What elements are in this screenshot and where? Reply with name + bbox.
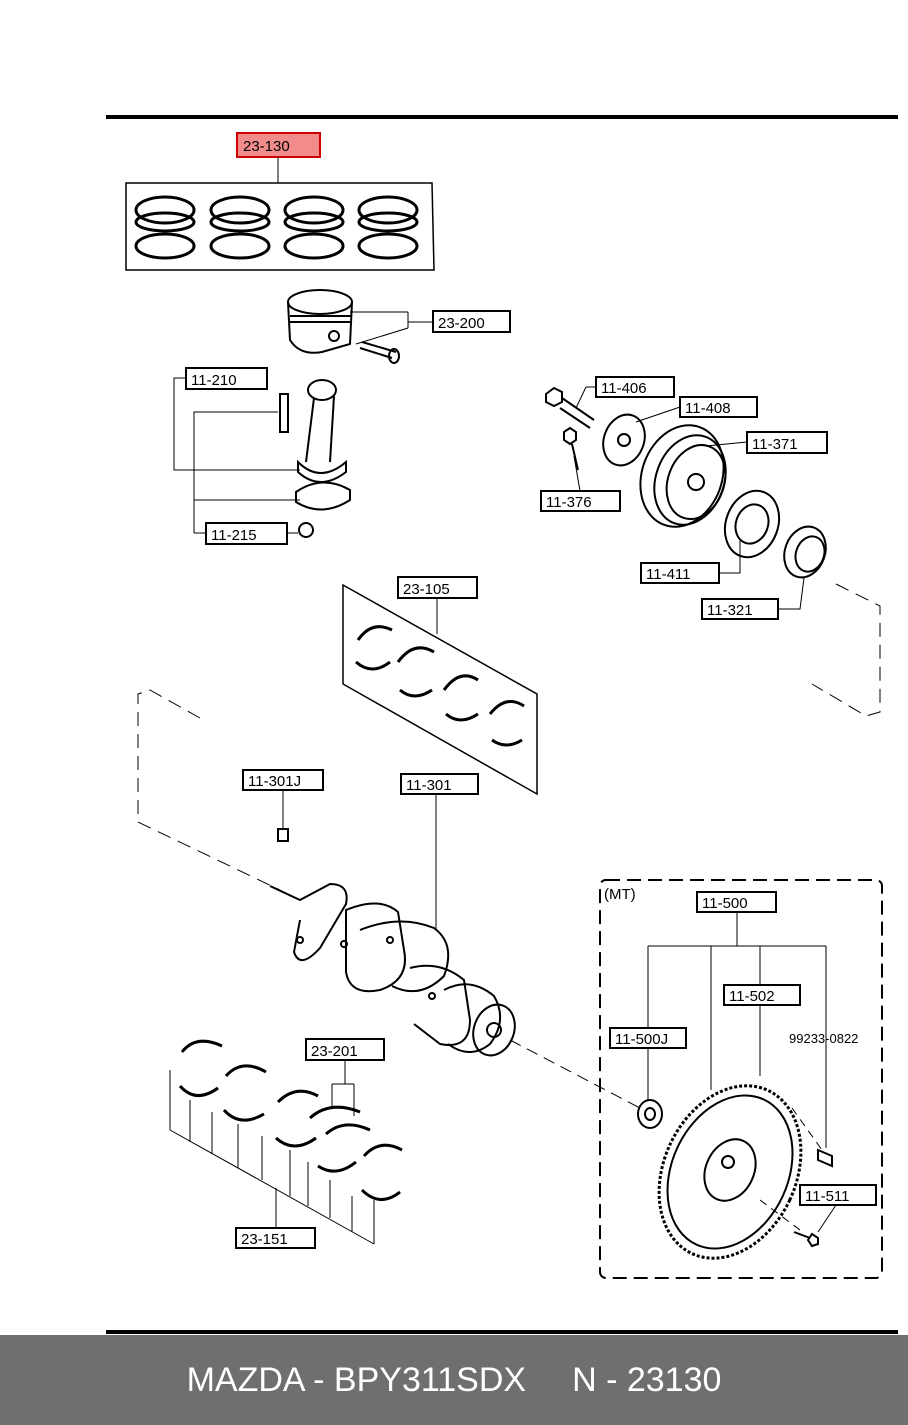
label-11-371: 11-371: [752, 436, 798, 453]
connecting-rod-icon: [279, 379, 351, 538]
label-box-23-151[interactable]: [235, 1227, 316, 1249]
connecting-rod-group: 11-210 11-215: [173, 367, 351, 545]
label-11-376: 11-376: [546, 494, 592, 511]
label-11-511: 11-511: [805, 1188, 849, 1205]
label-box-11-301[interactable]: [400, 773, 479, 795]
footer-bar: MAZDA - BPY311SDX N - 23130: [0, 1335, 908, 1425]
lower-bearing-group: 23-201 23-151: [169, 1038, 403, 1249]
label-11-500J: 11-500J: [615, 1031, 668, 1048]
bearing-shell-icon: [355, 625, 525, 747]
piston-group: 23-200: [287, 289, 511, 364]
pulley-group: 11-406 11-408 11-371 11-376 11-411 11-32…: [540, 376, 881, 717]
label-23-151: 23-151: [241, 1231, 288, 1248]
dashed-leader-left: [137, 689, 281, 891]
mt-dashed-frame: [599, 879, 883, 1279]
piston-icon: [287, 289, 400, 364]
label-23-201: 23-201: [311, 1043, 358, 1060]
bearing-bracket: [169, 1070, 375, 1245]
label-11-215: 11-215: [211, 527, 257, 544]
label-11-301: 11-301: [406, 777, 452, 794]
label-box-11-376[interactable]: [540, 490, 621, 512]
label-box-11-502[interactable]: [723, 984, 801, 1006]
footer-ref: N - 23130: [572, 1360, 722, 1399]
piston-ring-icon: [134, 195, 419, 260]
parts-diagram: 23-130 23-200 11-210: [106, 115, 898, 1334]
label-11-301J: 11-301J: [248, 773, 301, 790]
label-23-200: 23-200: [438, 315, 485, 332]
label-11-210: 11-210: [191, 372, 237, 389]
label-23-130: 23-130: [243, 138, 290, 155]
crankshaft-icon: [269, 882, 516, 1057]
flywheel-icon: [637, 1084, 833, 1260]
piston-rings-group: 23-130: [125, 132, 435, 271]
flywheel-group: (MT) 11-500 11-502 11-500J 99233-0822 11…: [599, 879, 883, 1279]
thrust-bearing-icon: [178, 1039, 403, 1201]
pulley-icon: [545, 386, 827, 579]
label-mt: (MT): [604, 886, 636, 903]
label-23-105: 23-105: [403, 581, 450, 598]
crankshaft-group: 11-301J 11-301: [137, 689, 641, 1109]
label-99233-0822: 99233-0822: [789, 1031, 858, 1046]
label-11-321: 11-321: [707, 602, 753, 619]
label-11-502: 11-502: [729, 988, 775, 1005]
dashed-axis: [509, 1039, 641, 1109]
label-11-408: 11-408: [685, 400, 731, 417]
dashed-leader-right: [811, 583, 881, 717]
label-11-411: 11-411: [646, 566, 690, 583]
label-box-11-511[interactable]: [799, 1184, 877, 1206]
footer-brand-part: MAZDA - BPY311SDX: [186, 1360, 527, 1399]
label-box-23-200[interactable]: [432, 310, 511, 333]
upper-bearing-group: 23-105: [342, 576, 538, 796]
label-box-23-130[interactable]: [236, 132, 321, 158]
label-11-500: 11-500: [702, 895, 748, 912]
label-11-406: 11-406: [601, 380, 647, 397]
